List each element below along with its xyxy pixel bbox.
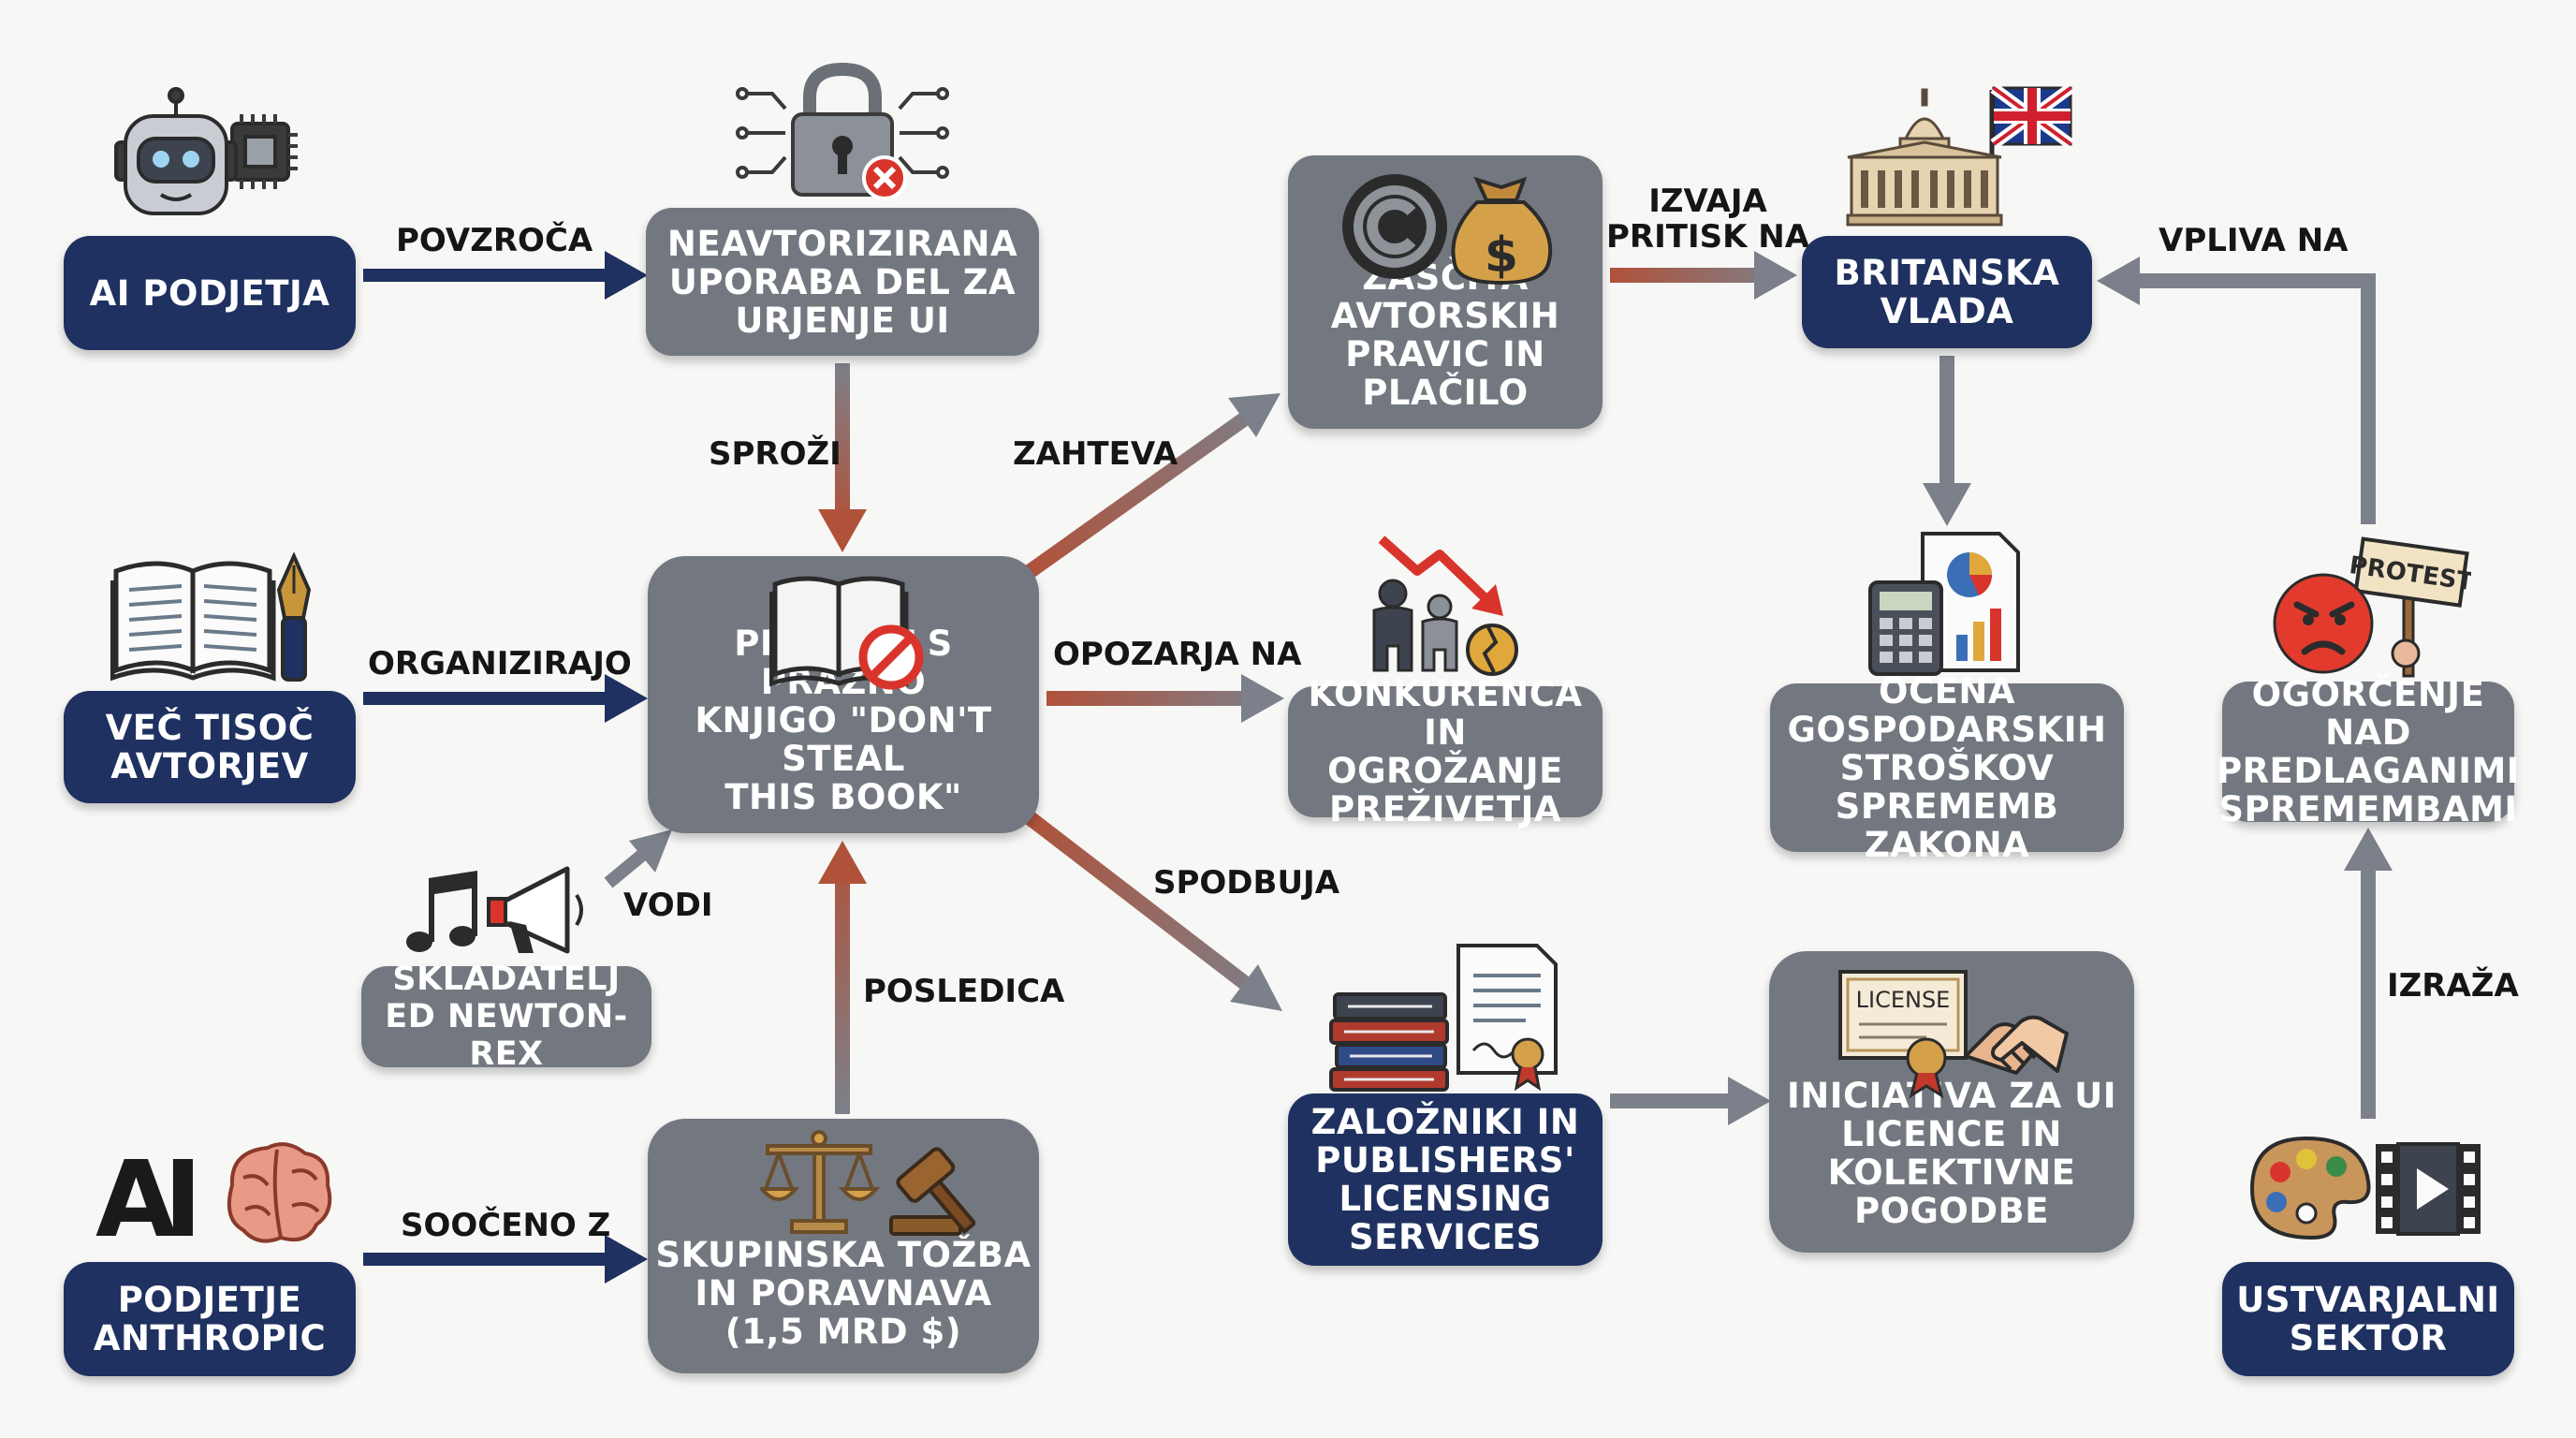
edge-organize (363, 674, 648, 723)
edge-encourages (1023, 810, 1282, 1011)
edge-demands (1023, 393, 1281, 580)
edge-label-organize: ORGANIZIRAJO (368, 645, 632, 682)
edge-expresses (2344, 828, 2393, 1119)
node-unauthorized-use[interactable]: NEAVTORIZIRANA UPORABA DEL ZA URJENJE UI (646, 208, 1039, 356)
edge-label-triggers: SPROŽI (709, 435, 842, 473)
books-certificate-icon (1329, 944, 1558, 1092)
angry-face-protest-sign-icon: PROTEST (2273, 536, 2471, 678)
edge-warns (1046, 674, 1284, 723)
node-publishers[interactable]: ZALOŽNIKI IN PUBLISHERS' LICENSING SERVI… (1288, 1093, 1603, 1266)
license-certificate-text: LICENSE (1856, 987, 1951, 1013)
node-anthropic[interactable]: PODJETJE ANTHROPIC (64, 1262, 356, 1376)
palette-film-icon (2249, 1136, 2481, 1240)
edge-consequence (818, 841, 867, 1114)
edge-label-influences: VPLIVA NA (2159, 222, 2349, 259)
license-handshake-icon: LICENSE (1838, 970, 2069, 1099)
node-economic-assessment[interactable]: OCENA GOSPODARSKIH STROŠKOV SPREMEMB ZAK… (1770, 672, 2124, 864)
scales-gavel-icon (760, 1130, 975, 1236)
open-book-pen-icon (110, 552, 312, 682)
edge-label-demands: ZAHTEVA (1013, 435, 1178, 473)
padlock-circuit-icon (736, 62, 949, 200)
edge-publishers-licensing (1610, 1077, 1771, 1125)
anthropic-logo-text: AI (95, 1139, 194, 1247)
edge-leads (604, 829, 672, 888)
node-authors[interactable]: VEČ TISOČ AVTORJEV (64, 691, 356, 803)
robot-chip-icon (114, 87, 298, 215)
edge-label-leads: VODI (623, 887, 713, 924)
svg-text:$: $ (1485, 227, 1518, 284)
node-uk-government[interactable]: BRITANSKA VLADA (1802, 236, 2092, 348)
edge-label-pressures: IZVAJA PRITISK NA (1606, 183, 1810, 256)
edge-faced-with (363, 1235, 648, 1284)
edge-influences (2097, 257, 2376, 524)
node-composer[interactable]: SKLADATELJ ED NEWTON-REX (361, 961, 651, 1073)
node-ai-companies[interactable]: AI PODJETJA (64, 236, 356, 350)
copyright-moneybag-icon: $ (1342, 174, 1553, 286)
edge-triggers (818, 363, 867, 552)
parliament-uk-flag-icon (1846, 83, 2074, 227)
edge-causes (363, 251, 648, 300)
node-competition[interactable]: KONKURENCA IN OGROŽANJE PREŽIVETJA (1288, 675, 1603, 829)
people-falling-chart-icon (1372, 536, 1518, 676)
edge-label-consequence: POSLEDICA (863, 973, 1065, 1010)
node-creative-sector[interactable]: USTVARJALNI SEKTOR (2222, 1262, 2514, 1376)
edge-label-encourages: SPODBUJA (1153, 864, 1340, 902)
node-outrage[interactable]: OGORČENJE NAD PREDLAGANIMI SPREMEMBAMI (2216, 674, 2521, 829)
calculator-report-icon (1868, 532, 2020, 676)
edge-label-warns: OPOZARJA NA (1053, 636, 1302, 673)
node-copyright-protection[interactable]: ZAŠČITA AVTORSKIH PRAVIC IN PLAČILO (1288, 155, 1603, 429)
edge-label-expresses: IZRAŽA (2387, 967, 2519, 1005)
edge-gov-assessment (1923, 356, 1971, 526)
node-class-action[interactable]: SKUPINSKA TOŽBA IN PORAVNAVA (1,5 MRD $) (648, 1119, 1039, 1373)
edge-label-faced-with: SOOČENO Z (401, 1207, 611, 1244)
book-prohibited-icon (769, 576, 924, 690)
edge-label-causes: POVZROČA (396, 222, 593, 259)
edge-pressures (1610, 251, 1797, 300)
anthropic-logo-brain-icon: AI (95, 1139, 332, 1247)
music-megaphone-icon (406, 866, 583, 954)
